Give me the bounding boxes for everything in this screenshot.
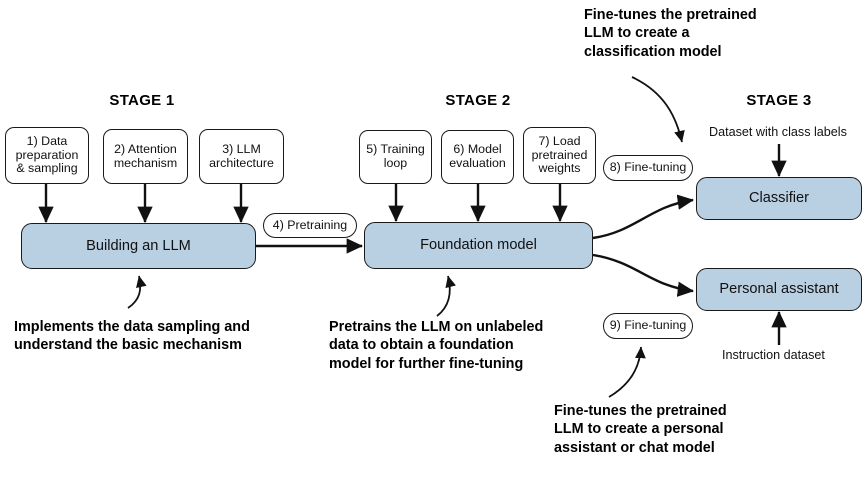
output-box-classifier[interactable]: Classifier (696, 177, 862, 220)
pill-finetuning-8[interactable]: 8) Fine-tuning (603, 155, 693, 181)
pill-pretraining[interactable]: 4) Pretraining (263, 213, 357, 238)
stage2-step-arrows (388, 184, 568, 222)
output-box-personal-assistant[interactable]: Personal assistant (696, 268, 862, 311)
arrow-to-personal-assistant (592, 253, 694, 297)
stage-label-3: STAGE 3 (746, 92, 812, 109)
curve-annot-stage1 (127, 275, 147, 309)
annotation-stage1: Implements the data sampling and underst… (14, 319, 250, 354)
pill-finetuning-9[interactable]: 9) Fine-tuning (603, 313, 693, 339)
label-instruction-dataset: Instruction dataset (722, 348, 825, 362)
step-box-training-loop[interactable]: 5) Training loop (359, 130, 432, 184)
step-box-attention-mechanism[interactable]: 2) Attention mechanism (103, 129, 188, 184)
main-box-foundation-model[interactable]: Foundation model (364, 222, 593, 269)
stage-label-1: STAGE 1 (109, 92, 175, 109)
main-box-building-an-llm[interactable]: Building an LLM (21, 223, 256, 269)
curve-annot-assistant (608, 346, 646, 398)
step-box-model-evaluation[interactable]: 6) Model evaluation (441, 130, 514, 184)
annotation-classification: Fine-tunes the pretrained LLM to create … (584, 7, 757, 60)
step-box-llm-architecture[interactable]: 3) LLM architecture (199, 129, 284, 184)
annotation-assistant: Fine-tunes the pretrained LLM to create … (554, 403, 727, 456)
step-box-data-preparation[interactable]: 1) Data preparation & sampling (5, 127, 89, 184)
label-dataset-class-labels: Dataset with class labels (709, 125, 847, 139)
curve-annot-classification (631, 76, 685, 143)
arrow-to-classifier (592, 194, 694, 240)
stage-label-2: STAGE 2 (445, 92, 511, 109)
step-box-load-pretrained-weights[interactable]: 7) Load pretrained weights (523, 127, 596, 184)
annotation-stage2: Pretrains the LLM on unlabeled data to o… (329, 319, 544, 372)
curve-annot-stage2 (436, 275, 456, 317)
stage1-step-arrows (38, 184, 249, 223)
